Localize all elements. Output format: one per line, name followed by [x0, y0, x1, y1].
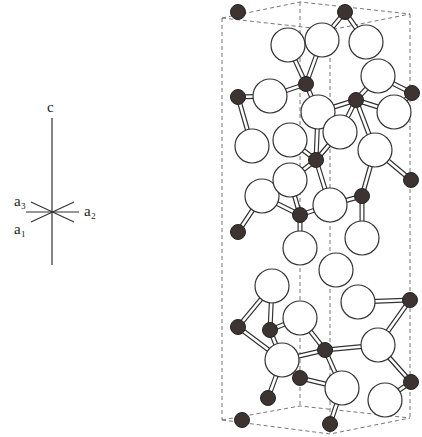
oxygen-atom	[323, 115, 357, 149]
oxygen-atom	[273, 123, 307, 157]
oxygen-atom	[377, 95, 411, 129]
silicon-atom	[231, 225, 246, 240]
axis-label: a₁	[14, 222, 26, 237]
silicon-atom	[404, 375, 419, 390]
oxygen-atom	[235, 129, 269, 163]
silicon-atom	[349, 93, 364, 108]
oxygen-atom	[341, 285, 375, 319]
oxygen-atom	[305, 23, 339, 57]
axis-label: a₂	[84, 204, 96, 219]
oxygen-atom	[273, 163, 307, 197]
silicon-atom	[309, 153, 324, 168]
silicon-atom	[355, 189, 370, 204]
silicon-atom	[261, 391, 276, 406]
cell-edge	[222, 418, 410, 434]
axis-label: c	[47, 100, 54, 115]
cell-edge	[330, 30, 331, 434]
oxygen-atom	[361, 59, 395, 93]
a1-axis	[31, 202, 74, 222]
oxygen-atom	[253, 79, 287, 113]
silicon-atom	[231, 5, 246, 20]
silicon-atom	[263, 323, 278, 338]
oxygen-atom	[368, 383, 402, 417]
oxygen-atom	[283, 231, 317, 265]
axis-label: a₃	[14, 194, 26, 209]
axis-symbol	[26, 118, 79, 265]
a3-axis	[31, 202, 74, 222]
oxygen-atom	[271, 28, 305, 62]
silicon-atom	[338, 5, 353, 20]
cell-edge	[300, 2, 301, 406]
cell-edge	[410, 14, 411, 418]
oxygen-atom	[313, 188, 347, 222]
silicon-atom	[293, 208, 308, 223]
cell-edge	[222, 2, 410, 18]
silicon-atom	[235, 413, 250, 428]
silicon-atom	[323, 417, 338, 432]
oxygen-atom	[265, 343, 299, 377]
c-axis	[51, 118, 52, 265]
oxygen-atom	[319, 253, 353, 287]
silicon-atom	[299, 77, 314, 92]
silicon-atom	[293, 371, 308, 386]
unit-cell-outline	[222, 2, 410, 434]
oxygen-atom	[358, 133, 392, 167]
silicon-atom	[404, 173, 419, 188]
cell-edge	[222, 18, 223, 420]
oxygen-atom	[255, 269, 289, 303]
oxygen-atom	[361, 328, 395, 362]
silicon-atom	[231, 90, 246, 105]
silicon-atom	[318, 343, 333, 358]
silicon-atom	[231, 320, 246, 335]
oxygen-atom	[345, 221, 379, 255]
oxygen-atom	[349, 25, 383, 59]
oxygen-atom	[325, 371, 359, 405]
oxygen-atom	[283, 301, 317, 335]
silicon-atom	[403, 293, 418, 308]
silicon-atom	[405, 86, 420, 101]
